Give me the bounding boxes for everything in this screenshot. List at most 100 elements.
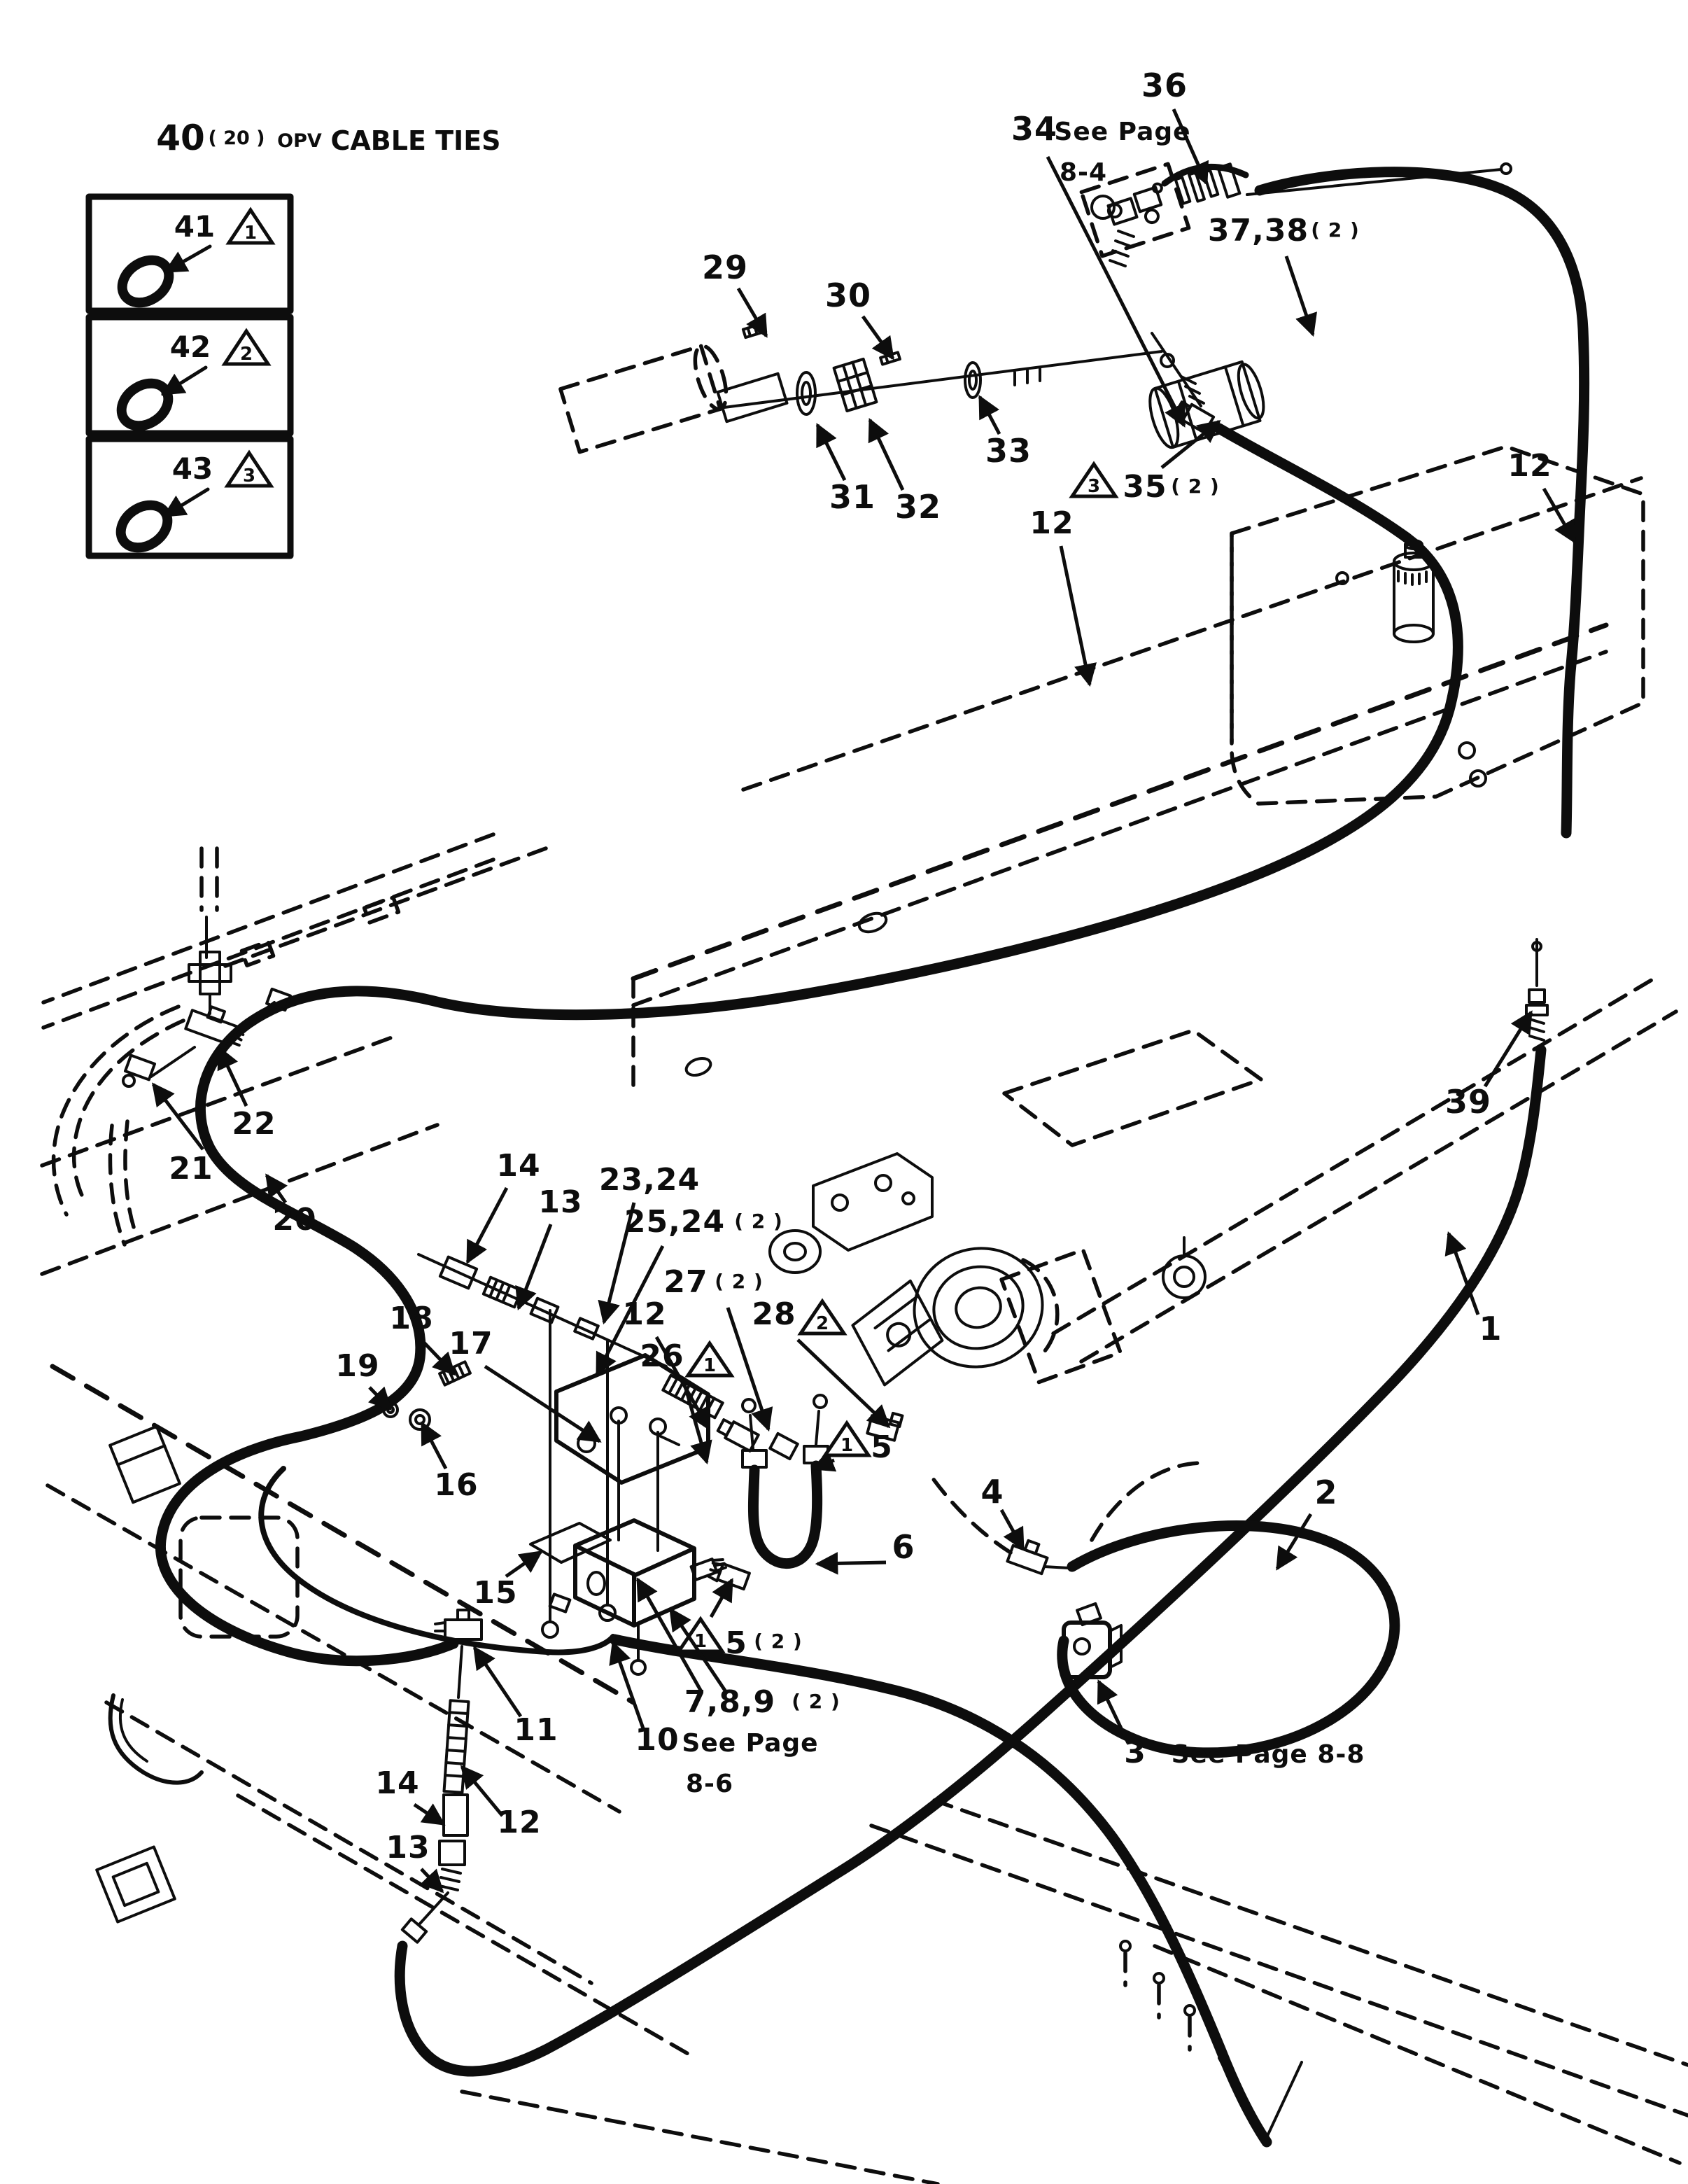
dashed-hose: [72, 1018, 185, 1205]
callout-17: 17: [449, 1326, 602, 1443]
leader-arrow: [796, 1338, 891, 1429]
hex-nut: [1132, 186, 1163, 214]
foot-pad: [95, 1845, 176, 1924]
leader-arrow: [1160, 419, 1221, 469]
callout-12-bottom: 12: [460, 1765, 541, 1840]
deck-edge: [45, 1483, 621, 1814]
callout-label: ( 2 ): [1171, 475, 1220, 498]
callout-label: 18: [389, 1301, 433, 1336]
callout-label: ( 2 ): [792, 1690, 841, 1713]
leader-arrow: [1172, 108, 1209, 186]
tee-4: [1006, 1539, 1049, 1576]
fastener: [1119, 1940, 1132, 1952]
title-name: CABLE TIES: [330, 125, 500, 156]
hose-12-upper: [1254, 167, 1590, 839]
leader-arrow: [868, 418, 905, 491]
coupler-14: [442, 1793, 469, 1837]
callout-label: 10: [635, 1722, 679, 1758]
o-ring-41: [117, 255, 174, 308]
callout-label: ( 2 ): [734, 1210, 783, 1233]
bolt-5: [741, 1398, 757, 1413]
center-linkage: [417, 1253, 904, 1461]
tank-bolt: [1335, 571, 1349, 585]
callout-13-mid: 13: [515, 1184, 582, 1311]
tee-11: [434, 1609, 483, 1641]
leader-arrow: [681, 1378, 712, 1465]
warning-triangle: [225, 206, 276, 245]
callout-25-24: 25,24( 2 ): [595, 1204, 783, 1376]
chassis-details: [95, 539, 1487, 2145]
leader-arrow: [421, 1340, 456, 1376]
callout-label: ( 2 ): [1311, 218, 1360, 241]
leader-arrow: [598, 1202, 636, 1325]
triangle-number: 1: [841, 1435, 853, 1456]
spacer: [1216, 162, 1242, 199]
callout-label: 2: [1314, 1474, 1337, 1511]
control-rod: [417, 1253, 668, 1368]
callout-label: 8-6: [686, 1770, 733, 1798]
leader-arrow: [1097, 1679, 1130, 1744]
tube: [1151, 332, 1202, 407]
callout-label: 19: [335, 1348, 379, 1384]
hose-6: [747, 1460, 823, 1569]
title-block: 40 ( 20 ) OPV CABLE TIES: [156, 118, 500, 158]
crossmember: [1002, 1028, 1263, 1147]
legend: [85, 193, 294, 559]
callout-label: 20: [272, 1202, 316, 1238]
frame-rail: [40, 1123, 439, 1276]
callout-31: 31: [815, 423, 875, 516]
bolt-head: [541, 1620, 559, 1639]
callout-14-mid: 14: [465, 1148, 540, 1264]
callout-12-upper-left: 12: [1029, 505, 1097, 687]
callout-28: 228: [752, 1296, 891, 1429]
leader-arrow: [420, 1868, 444, 1893]
dashed-fitting: [362, 895, 401, 925]
leader-arrow: [217, 1046, 248, 1107]
legend-box-42: [85, 314, 294, 437]
callout-18: 18: [389, 1301, 456, 1376]
leader-arrow: [815, 1552, 887, 1575]
callout-label: 32: [895, 488, 941, 526]
fitting-13: [438, 1840, 466, 1891]
callout-label: 12: [622, 1296, 666, 1332]
title-qty: ( 20 ): [208, 127, 265, 149]
tee-22: [184, 1005, 245, 1047]
frame-rail: [741, 476, 1643, 792]
callout-label: 30: [825, 276, 871, 314]
callout-label: 16: [434, 1467, 478, 1503]
clip-ring: [1458, 741, 1476, 760]
hex-nut: [741, 1449, 768, 1469]
clip-ring: [1469, 769, 1487, 788]
callout-label: 33: [985, 432, 1032, 470]
axis-line: [723, 350, 1163, 409]
callout-label: 35: [1123, 469, 1167, 505]
bracket: [108, 1424, 181, 1504]
callout-label: 29: [702, 248, 748, 286]
warning-triangle: [221, 328, 272, 366]
leader-arrow: [1444, 1231, 1480, 1315]
title-code: OPV: [277, 130, 322, 152]
callout-label: 21: [169, 1151, 213, 1186]
hook-guide: [108, 1693, 204, 1785]
callout-label: 36: [1141, 66, 1188, 104]
bottom-fitting-column: [400, 1609, 483, 1944]
braided-section-12: [442, 1699, 470, 1794]
callout-label: 11: [514, 1712, 558, 1748]
hook-ring: [1162, 1236, 1207, 1299]
cable-housing: [558, 344, 729, 454]
callout-label: 14: [375, 1765, 419, 1801]
leader-arrow: [1284, 255, 1317, 337]
cross-fitting: [188, 951, 232, 995]
bearing-32: [832, 357, 878, 413]
frame-rail: [1051, 978, 1654, 1336]
callout-19: 19: [335, 1348, 393, 1411]
callout-7-8-9: 7,8,9( 2 ): [635, 1577, 841, 1720]
callout-label: 28: [752, 1296, 796, 1332]
tee4-solenoid3: [929, 1461, 1204, 1679]
elbow-21: [123, 1054, 157, 1082]
callout-label: ( 2 ): [754, 1630, 803, 1653]
ball-fitting: [1160, 353, 1175, 368]
